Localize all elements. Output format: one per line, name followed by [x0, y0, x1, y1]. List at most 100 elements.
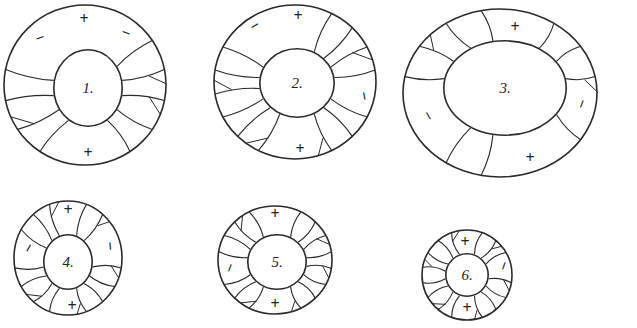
- radial-strand: [33, 283, 52, 301]
- radial-strand: [117, 110, 152, 130]
- radial-strand: [307, 252, 332, 258]
- charge-sign: +: [79, 11, 88, 27]
- strand-branch: [149, 76, 166, 84]
- radial-strand: [291, 287, 301, 308]
- strand-branch: [352, 53, 372, 60]
- strand-branch: [492, 246, 502, 249]
- radial-strand: [6, 95, 54, 100]
- strand-branch: [11, 117, 35, 124]
- radial-strand: [235, 282, 256, 298]
- charge-sign: +: [525, 150, 534, 166]
- core-ring: [444, 41, 566, 135]
- charge-sign: +: [462, 300, 471, 316]
- radial-strand: [423, 267, 446, 272]
- radial-strand: [324, 108, 352, 137]
- core-section: 3.: [443, 40, 567, 136]
- core-ring: [44, 235, 92, 289]
- radial-strand: [423, 279, 446, 284]
- radial-strand: [566, 77, 595, 80]
- radial-strand: [93, 265, 122, 268]
- radial-strand: [215, 70, 260, 78]
- charge-sign: −: [355, 90, 372, 102]
- strand-branch: [111, 265, 119, 278]
- radial-strand: [314, 13, 332, 51]
- strand-branch: [318, 138, 323, 156]
- radial-strand: [235, 222, 256, 242]
- strand-branch: [26, 294, 42, 296]
- charge-sign: +: [83, 145, 92, 161]
- radial-strand: [324, 28, 352, 59]
- radial-strand: [475, 233, 483, 255]
- charge-sign: −: [419, 108, 437, 124]
- radial-strand: [446, 128, 471, 163]
- charge-sign: +: [510, 19, 519, 35]
- radial-strand: [249, 287, 263, 308]
- core-ring: [260, 49, 334, 117]
- radial-strand: [223, 47, 263, 67]
- radial-strand: [405, 77, 444, 80]
- radial-strand: [489, 278, 512, 282]
- strand-branch: [430, 35, 433, 50]
- radial-strand: [90, 276, 115, 287]
- core-section: 4.: [43, 234, 93, 290]
- strand-branch: [241, 216, 243, 232]
- radial-strand: [122, 95, 164, 100]
- charge-sign: +: [295, 141, 304, 157]
- strand-branch: [98, 222, 110, 226]
- radial-strand: [84, 283, 103, 301]
- radial-strand: [21, 276, 46, 287]
- radial-strand: [438, 241, 453, 259]
- outer-ring: [218, 206, 332, 314]
- radial-strand: [249, 212, 263, 237]
- charge-sign: +: [63, 202, 72, 218]
- radial-strand: [77, 204, 87, 235]
- outer-ring: [14, 201, 122, 315]
- radial-strand: [481, 292, 496, 310]
- core-ring: [248, 235, 306, 289]
- core-section: 1.: [53, 49, 123, 127]
- charge-sign: +: [460, 234, 469, 250]
- charge-sign: −: [119, 24, 133, 42]
- strand-branch: [585, 80, 598, 92]
- core-section: 2.: [259, 48, 335, 118]
- radial-strand: [224, 275, 250, 285]
- figure-number: 1.: [82, 80, 93, 97]
- charge-sign: −: [221, 261, 239, 275]
- strand-branch: [425, 259, 432, 266]
- outer-ring: [422, 230, 512, 320]
- charge-sign: −: [33, 29, 47, 47]
- strand-branch: [246, 138, 269, 143]
- strand-branch: [432, 303, 445, 305]
- radial-strand: [117, 41, 152, 67]
- strand-branch: [149, 96, 160, 114]
- radial-strand: [219, 252, 248, 258]
- radial-strand: [314, 114, 332, 150]
- radial-strand: [331, 47, 367, 67]
- radial-strand: [33, 214, 52, 240]
- radial-strand: [331, 99, 367, 117]
- figure-number: 3.: [499, 80, 510, 97]
- radial-strand: [428, 253, 448, 265]
- radial-strand: [335, 70, 376, 78]
- radial-strand: [40, 120, 69, 151]
- charge-sign: −: [247, 17, 263, 35]
- strand-branch: [291, 301, 294, 312]
- core-section: 6.: [445, 253, 489, 297]
- outer-ring: [214, 5, 376, 159]
- radial-strand: [291, 212, 301, 237]
- radial-strand: [481, 11, 493, 41]
- charge-sign: +: [293, 8, 302, 24]
- radial-strand: [50, 288, 60, 311]
- radial-strand: [298, 282, 315, 298]
- figure-number: 5.: [271, 254, 282, 271]
- radial-strand: [238, 108, 270, 137]
- radial-strand: [539, 23, 554, 48]
- strand-branch: [322, 265, 329, 278]
- radial-strand: [557, 115, 581, 140]
- radial-strand: [419, 46, 453, 61]
- radial-strand: [50, 204, 60, 235]
- figure-number: 6.: [461, 267, 472, 284]
- radial-strand: [15, 267, 44, 269]
- strand-branch: [240, 301, 256, 303]
